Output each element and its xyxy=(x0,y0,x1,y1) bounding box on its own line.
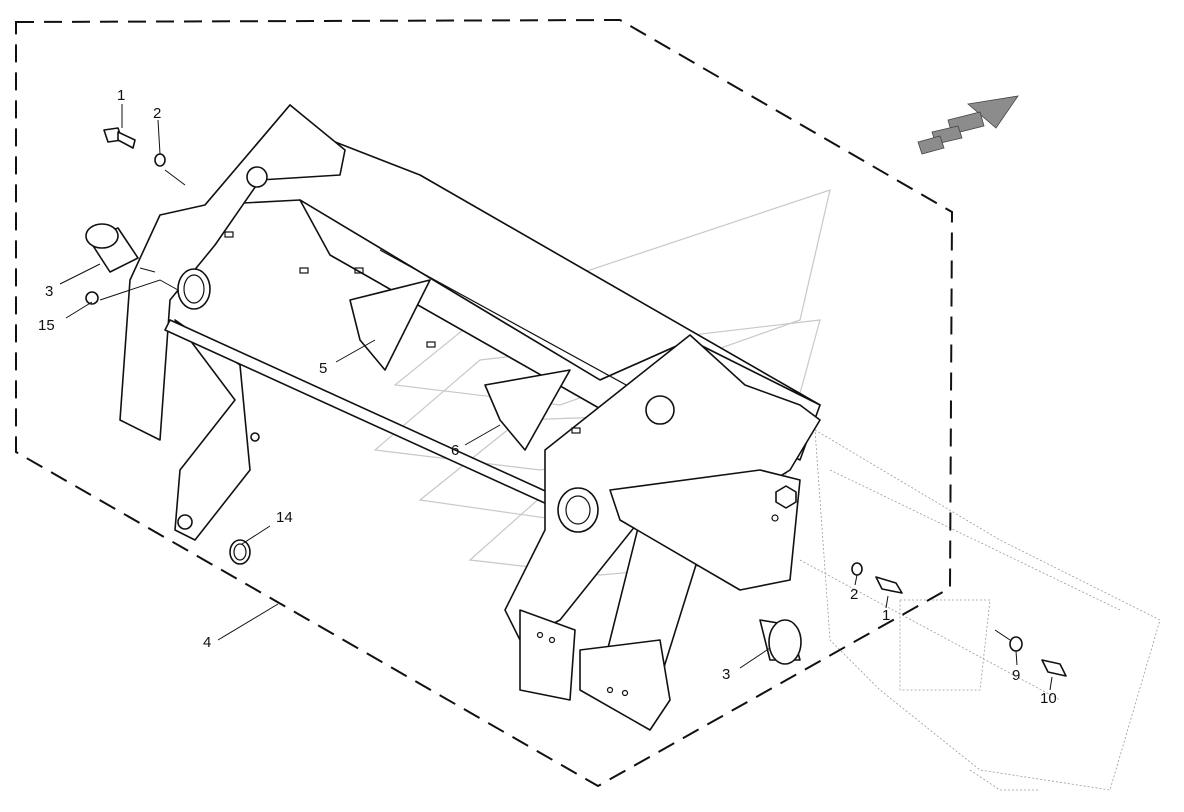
callout-5: 5 xyxy=(319,360,327,377)
callout-10: 10 xyxy=(1040,690,1057,707)
callout-14: 14 xyxy=(276,509,293,526)
gusset-5 xyxy=(349,279,431,371)
loose-parts xyxy=(85,127,1067,677)
callout-1-right: 1 xyxy=(882,607,890,624)
phantom-attachment xyxy=(799,429,1161,791)
assembly-boundary xyxy=(15,18,954,788)
callout-1: 1 xyxy=(117,87,125,104)
main-frame xyxy=(119,104,821,731)
callout-9: 9 xyxy=(1012,667,1020,684)
callout-6: 6 xyxy=(451,442,459,459)
gusset-6 xyxy=(484,369,571,451)
callout-4: 4 xyxy=(203,634,211,651)
callout-2: 2 xyxy=(153,105,161,122)
callout-15: 15 xyxy=(38,317,55,334)
direction-arrow-icon xyxy=(917,95,1019,155)
callout-3-lower: 3 xyxy=(722,666,730,683)
callout-labels: 1 2 3 15 5 6 14 4 3 2 1 9 10 xyxy=(38,87,1057,707)
leader-lines xyxy=(59,104,1053,691)
callout-2-right: 2 xyxy=(850,586,858,603)
callout-3: 3 xyxy=(45,283,53,300)
